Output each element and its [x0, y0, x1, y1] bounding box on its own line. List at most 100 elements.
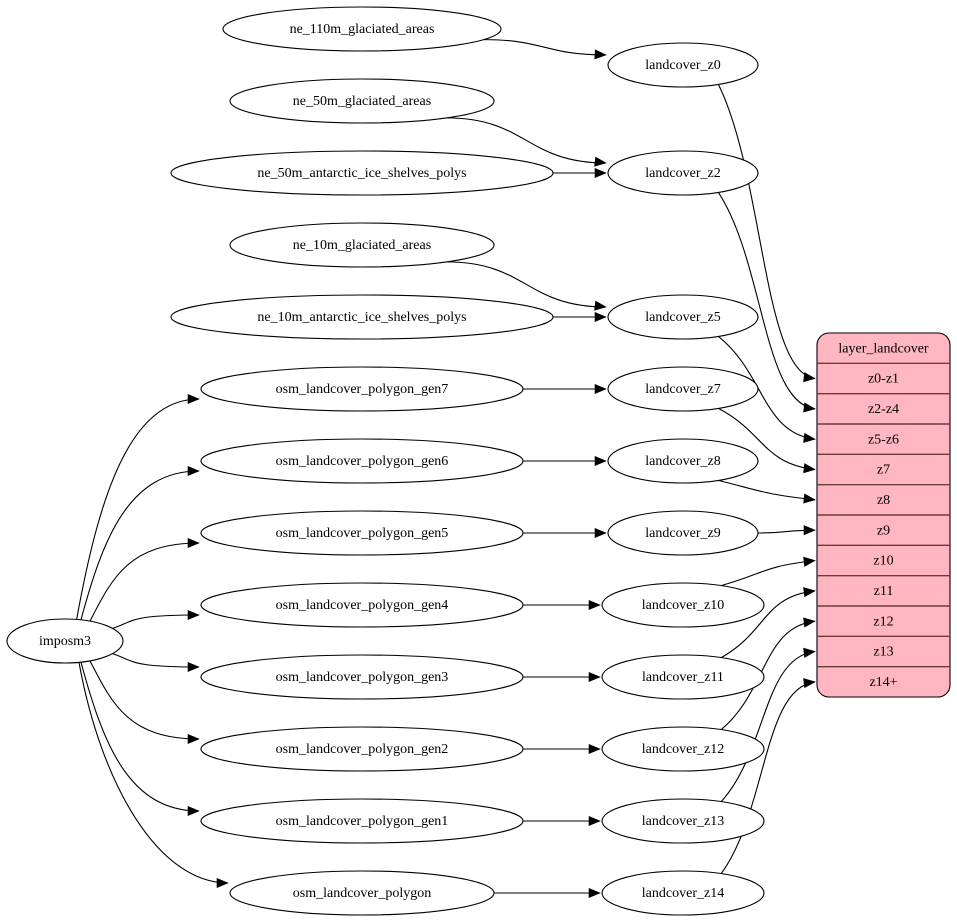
edge-imposm3-to-osm_landcover_polygon — [78, 662, 229, 884]
node-label: osm_landcover_polygon_gen3 — [276, 670, 449, 685]
layer-node-ellipse — [601, 654, 765, 700]
layer-node-ellipse — [601, 582, 765, 628]
node-label: landcover_z11 — [642, 670, 724, 685]
node-label: osm_landcover_polygon_gen1 — [276, 814, 449, 829]
edge-arrowhead — [216, 877, 229, 889]
layer-node-ellipse — [601, 870, 765, 916]
edge-arrowhead — [803, 525, 816, 536]
edge-arrowhead — [803, 432, 816, 443]
edge-landcover_z10-to-record-z10 — [721, 559, 816, 587]
node-landcover_z13[interactable]: landcover_z13 — [601, 798, 765, 844]
node-imposm3[interactable]: imposm3 — [6, 618, 124, 664]
edge-arrowhead — [803, 556, 816, 567]
edge-arrowhead — [594, 527, 607, 539]
node-landcover_z14[interactable]: landcover_z14 — [601, 870, 765, 916]
node-label: landcover_z10 — [642, 598, 724, 613]
node-osm_landcover_polygon_gen7[interactable]: osm_landcover_polygon_gen7 — [200, 366, 524, 412]
edge-arrowhead — [588, 671, 601, 683]
edge-ne_110m_glaciated_areas-to-landcover_z0 — [483, 39, 607, 56]
table-node-ellipse — [200, 510, 524, 556]
table-node-ellipse — [200, 366, 524, 412]
record-node-layer: layer_landcoverz0-z1z2-z4z5-z6z7z8z9z10z… — [816, 332, 951, 698]
edge-arrowhead — [803, 372, 816, 383]
node-label: osm_landcover_polygon_gen6 — [276, 454, 449, 469]
edge-arrowhead — [803, 493, 816, 504]
node-label: landcover_z0 — [645, 58, 720, 73]
node-label: landcover_z7 — [645, 382, 720, 397]
node-landcover_z5[interactable]: landcover_z5 — [607, 294, 759, 340]
node-ne_50m_glaciated_areas[interactable]: ne_50m_glaciated_areas — [229, 78, 495, 124]
node-osm_landcover_polygon_gen6[interactable]: osm_landcover_polygon_gen6 — [200, 438, 524, 484]
node-label: landcover_z9 — [645, 526, 720, 541]
layer-node-ellipse — [601, 798, 765, 844]
node-label: osm_landcover_polygon — [293, 886, 431, 901]
table-node-ellipse — [222, 6, 502, 52]
node-label: ne_50m_antarctic_ice_shelves_polys — [257, 166, 466, 181]
record-row-label: z11 — [874, 584, 894, 599]
node-landcover_z7[interactable]: landcover_z7 — [607, 366, 759, 412]
edge-imposm3-to-osm_landcover_polygon_gen3 — [112, 653, 200, 668]
node-landcover_z2[interactable]: landcover_z2 — [607, 150, 759, 196]
edge-landcover_z2-to-record-z2-z4 — [717, 192, 816, 410]
node-ne_10m_antarctic_ice_shelves_polys[interactable]: ne_10m_antarctic_ice_shelves_polys — [170, 294, 554, 340]
record-row-label: z12 — [873, 614, 893, 629]
node-label: imposm3 — [39, 634, 91, 649]
edge-imposm3-to-osm_landcover_polygon_gen2 — [89, 660, 200, 740]
node-landcover_z9[interactable]: landcover_z9 — [607, 510, 759, 556]
edge-arrowhead — [594, 383, 607, 395]
edge-landcover_z0-to-record-z0-z1 — [717, 84, 816, 380]
layer-node-ellipse — [607, 438, 759, 484]
record-row-label: z10 — [873, 554, 893, 569]
edge-landcover_z7-to-record-z7 — [718, 407, 816, 471]
edge-landcover_z11-to-record-z11 — [720, 590, 816, 659]
table-node-ellipse — [200, 582, 524, 628]
table-node-ellipse — [229, 870, 495, 916]
node-label: ne_10m_antarctic_ice_shelves_polys — [257, 310, 466, 325]
edge-arrowhead — [187, 393, 200, 405]
node-label: osm_landcover_polygon_gen2 — [276, 742, 449, 757]
node-label: landcover_z8 — [645, 454, 720, 469]
node-osm_landcover_polygon_gen5[interactable]: osm_landcover_polygon_gen5 — [200, 510, 524, 556]
edge-arrowhead — [588, 743, 601, 755]
node-osm_landcover_polygon_gen4[interactable]: osm_landcover_polygon_gen4 — [200, 582, 524, 628]
edge-landcover_z14-to-record-z14+ — [720, 681, 816, 874]
node-label: landcover_z12 — [642, 742, 724, 757]
table-node-ellipse — [229, 222, 495, 268]
table-node-ellipse — [170, 294, 554, 340]
record-row-label: z7 — [877, 463, 890, 478]
node-label: ne_110m_glaciated_areas — [290, 22, 435, 37]
node-landcover_z0[interactable]: landcover_z0 — [607, 42, 759, 88]
node-ne_50m_antarctic_ice_shelves_polys[interactable]: ne_50m_antarctic_ice_shelves_polys — [170, 150, 554, 196]
node-osm_landcover_polygon[interactable]: osm_landcover_polygon — [229, 870, 495, 916]
edge-arrowhead — [588, 887, 601, 899]
table-node-ellipse — [170, 150, 554, 196]
edge-arrowhead — [187, 537, 200, 549]
node-landcover_z12[interactable]: landcover_z12 — [601, 726, 765, 772]
edge-arrowhead — [803, 678, 816, 689]
node-ne_110m_glaciated_areas[interactable]: ne_110m_glaciated_areas — [222, 6, 502, 52]
node-osm_landcover_polygon_gen1[interactable]: osm_landcover_polygon_gen1 — [200, 798, 524, 844]
node-osm_landcover_polygon_gen3[interactable]: osm_landcover_polygon_gen3 — [200, 654, 524, 700]
record-row-label: z13 — [873, 645, 893, 660]
node-landcover_z10[interactable]: landcover_z10 — [601, 582, 765, 628]
edge-arrowhead — [594, 311, 607, 323]
source-node-ellipse — [6, 618, 124, 664]
node-label: osm_landcover_polygon_gen5 — [276, 526, 449, 541]
node-label: landcover_z2 — [645, 166, 720, 181]
layer-node-ellipse — [607, 294, 759, 340]
node-label: landcover_z13 — [642, 814, 724, 829]
edge-arrowhead — [594, 156, 607, 167]
edge-landcover_z12-to-record-z12 — [720, 620, 816, 731]
edge-arrowhead — [803, 463, 816, 474]
node-landcover_z8[interactable]: landcover_z8 — [607, 438, 759, 484]
node-landcover_z11[interactable]: landcover_z11 — [601, 654, 765, 700]
edges-layer — [76, 39, 816, 899]
node-ne_10m_glaciated_areas[interactable]: ne_10m_glaciated_areas — [229, 222, 495, 268]
node-osm_landcover_polygon_gen2[interactable]: osm_landcover_polygon_gen2 — [200, 726, 524, 772]
edge-landcover_z13-to-record-z13 — [720, 650, 816, 802]
table-node-ellipse — [200, 726, 524, 772]
node-label: ne_10m_glaciated_areas — [293, 238, 431, 253]
edge-arrowhead — [803, 617, 816, 628]
record-header-label: layer_landcover — [838, 341, 929, 356]
